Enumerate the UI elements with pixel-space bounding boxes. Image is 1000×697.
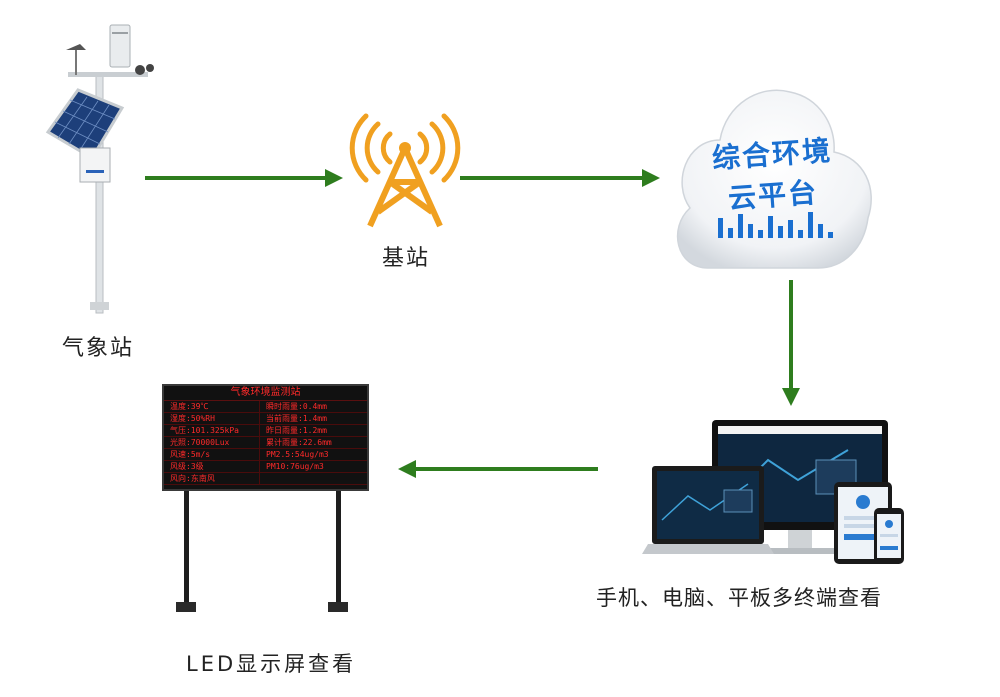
- cloud-icon: [676, 89, 872, 269]
- weather-station-label: 气象站: [62, 336, 135, 361]
- led-cell: PM10:76ug/m3: [260, 461, 367, 473]
- led-board-grid: 温度:39℃ 瞬时雨量:0.4mm 湿度:50%RH 当前雨量:1.4mm 气压…: [164, 401, 367, 485]
- led-cell: 光照:70000Lux: [164, 437, 260, 449]
- led-cell: 温度:39℃: [164, 401, 260, 413]
- led-cell: 昨日雨量:1.2mm: [260, 425, 367, 437]
- led-board-title: 气象环境监测站: [164, 386, 367, 401]
- led-cell: 风向:东南风: [164, 473, 260, 485]
- cloud-title-line2: 云平台: [727, 175, 820, 216]
- led-cell: 风级:3级: [164, 461, 260, 473]
- led-cell: 累计雨量:22.6mm: [260, 437, 367, 449]
- led-label: LED显示屏查看: [186, 652, 357, 676]
- cloud-title-line1: 综合环境: [711, 133, 834, 176]
- led-cell: 当前雨量:1.4mm: [260, 413, 367, 425]
- weather-station-icon: [45, 24, 154, 314]
- arrow-tower-to-cloud: [460, 169, 660, 187]
- terminals-label: 手机、电脑、平板多终端查看: [596, 586, 882, 610]
- arrow-cloud-to-terminals: [782, 280, 800, 406]
- arrow-terminals-to-led: [398, 460, 598, 478]
- led-cell: 风速:5m/s: [164, 449, 260, 461]
- base-station-label: 基站: [382, 246, 431, 271]
- arrow-station-to-tower: [145, 169, 343, 187]
- led-board-stand: [176, 488, 348, 612]
- signal-tower-icon: [349, 113, 461, 228]
- led-cell: 瞬时雨量:0.4mm: [260, 401, 367, 413]
- led-cell: PM2.5:54ug/m3: [260, 449, 367, 461]
- led-cell: 湿度:50%RH: [164, 413, 260, 425]
- led-cell: [260, 473, 367, 485]
- terminal-devices-icon: [642, 420, 904, 564]
- led-display-board: 气象环境监测站 温度:39℃ 瞬时雨量:0.4mm 湿度:50%RH 当前雨量:…: [162, 384, 369, 491]
- led-cell: 气压:101.325kPa: [164, 425, 260, 437]
